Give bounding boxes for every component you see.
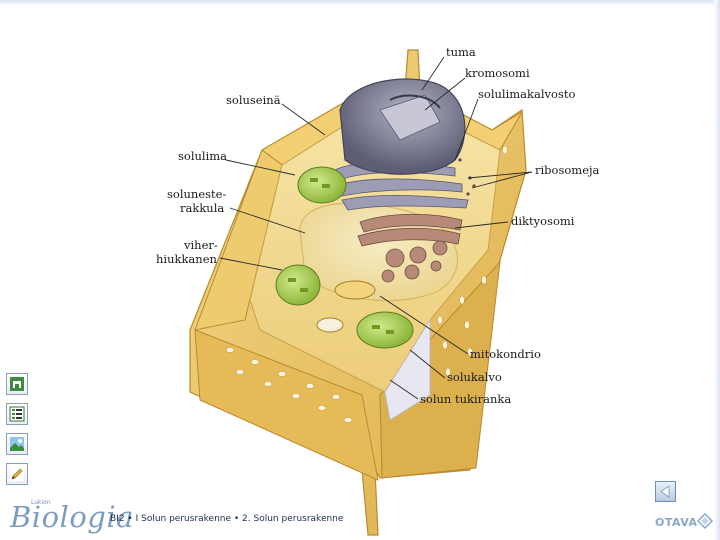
label-solun-tukiranka: solun tukiranka [420,392,511,406]
leader-lines [219,56,533,400]
golgi-apparatus [357,213,463,283]
label-soluneste-1: soluneste- [167,187,226,201]
footer-breadcrumb: BI2 • I Solun perusrakenne • 2. Solun pe… [110,514,344,524]
label-solulimakalvosto: solulimakalvosto [478,87,575,101]
triangle-left-icon [660,485,670,498]
home-icon [10,377,24,391]
home-button[interactable] [6,373,28,395]
wall-pits [225,145,508,423]
label-viher-1: viher- [183,238,218,252]
label-soluneste-2: rakkula [180,201,224,215]
label-kromosomi: kromosomi [465,66,530,80]
mitochondria [316,280,376,333]
publisher-logo-icon [696,512,714,530]
label-solukalvo: solukalvo [447,370,502,384]
thylakoid-stacks [288,178,394,334]
notes-button[interactable] [6,463,28,485]
previous-slide-button[interactable] [655,481,676,502]
brand-small: Lukion [31,499,51,506]
right-frame [714,0,720,540]
images-button[interactable] [6,433,28,455]
cytoskeleton [384,318,431,421]
top-frame [0,0,720,6]
label-ribosomeja: ribosomeja [535,163,600,177]
pencil-icon [10,467,24,481]
label-soluseina: soluseinä [226,93,281,107]
label-viher-2: hiukkanen [156,252,217,266]
label-mitokondrio: mitokondrio [470,347,541,361]
image-icon [10,437,24,451]
label-solulima: solulima [178,149,227,163]
contents-button[interactable] [6,403,28,425]
brand-logo: Biologia [10,500,134,534]
publisher-name: OTAVA [655,516,698,529]
label-diktyosomi: diktyosomi [511,214,575,228]
list-icon [9,406,25,422]
label-tuma: tuma [446,45,476,59]
